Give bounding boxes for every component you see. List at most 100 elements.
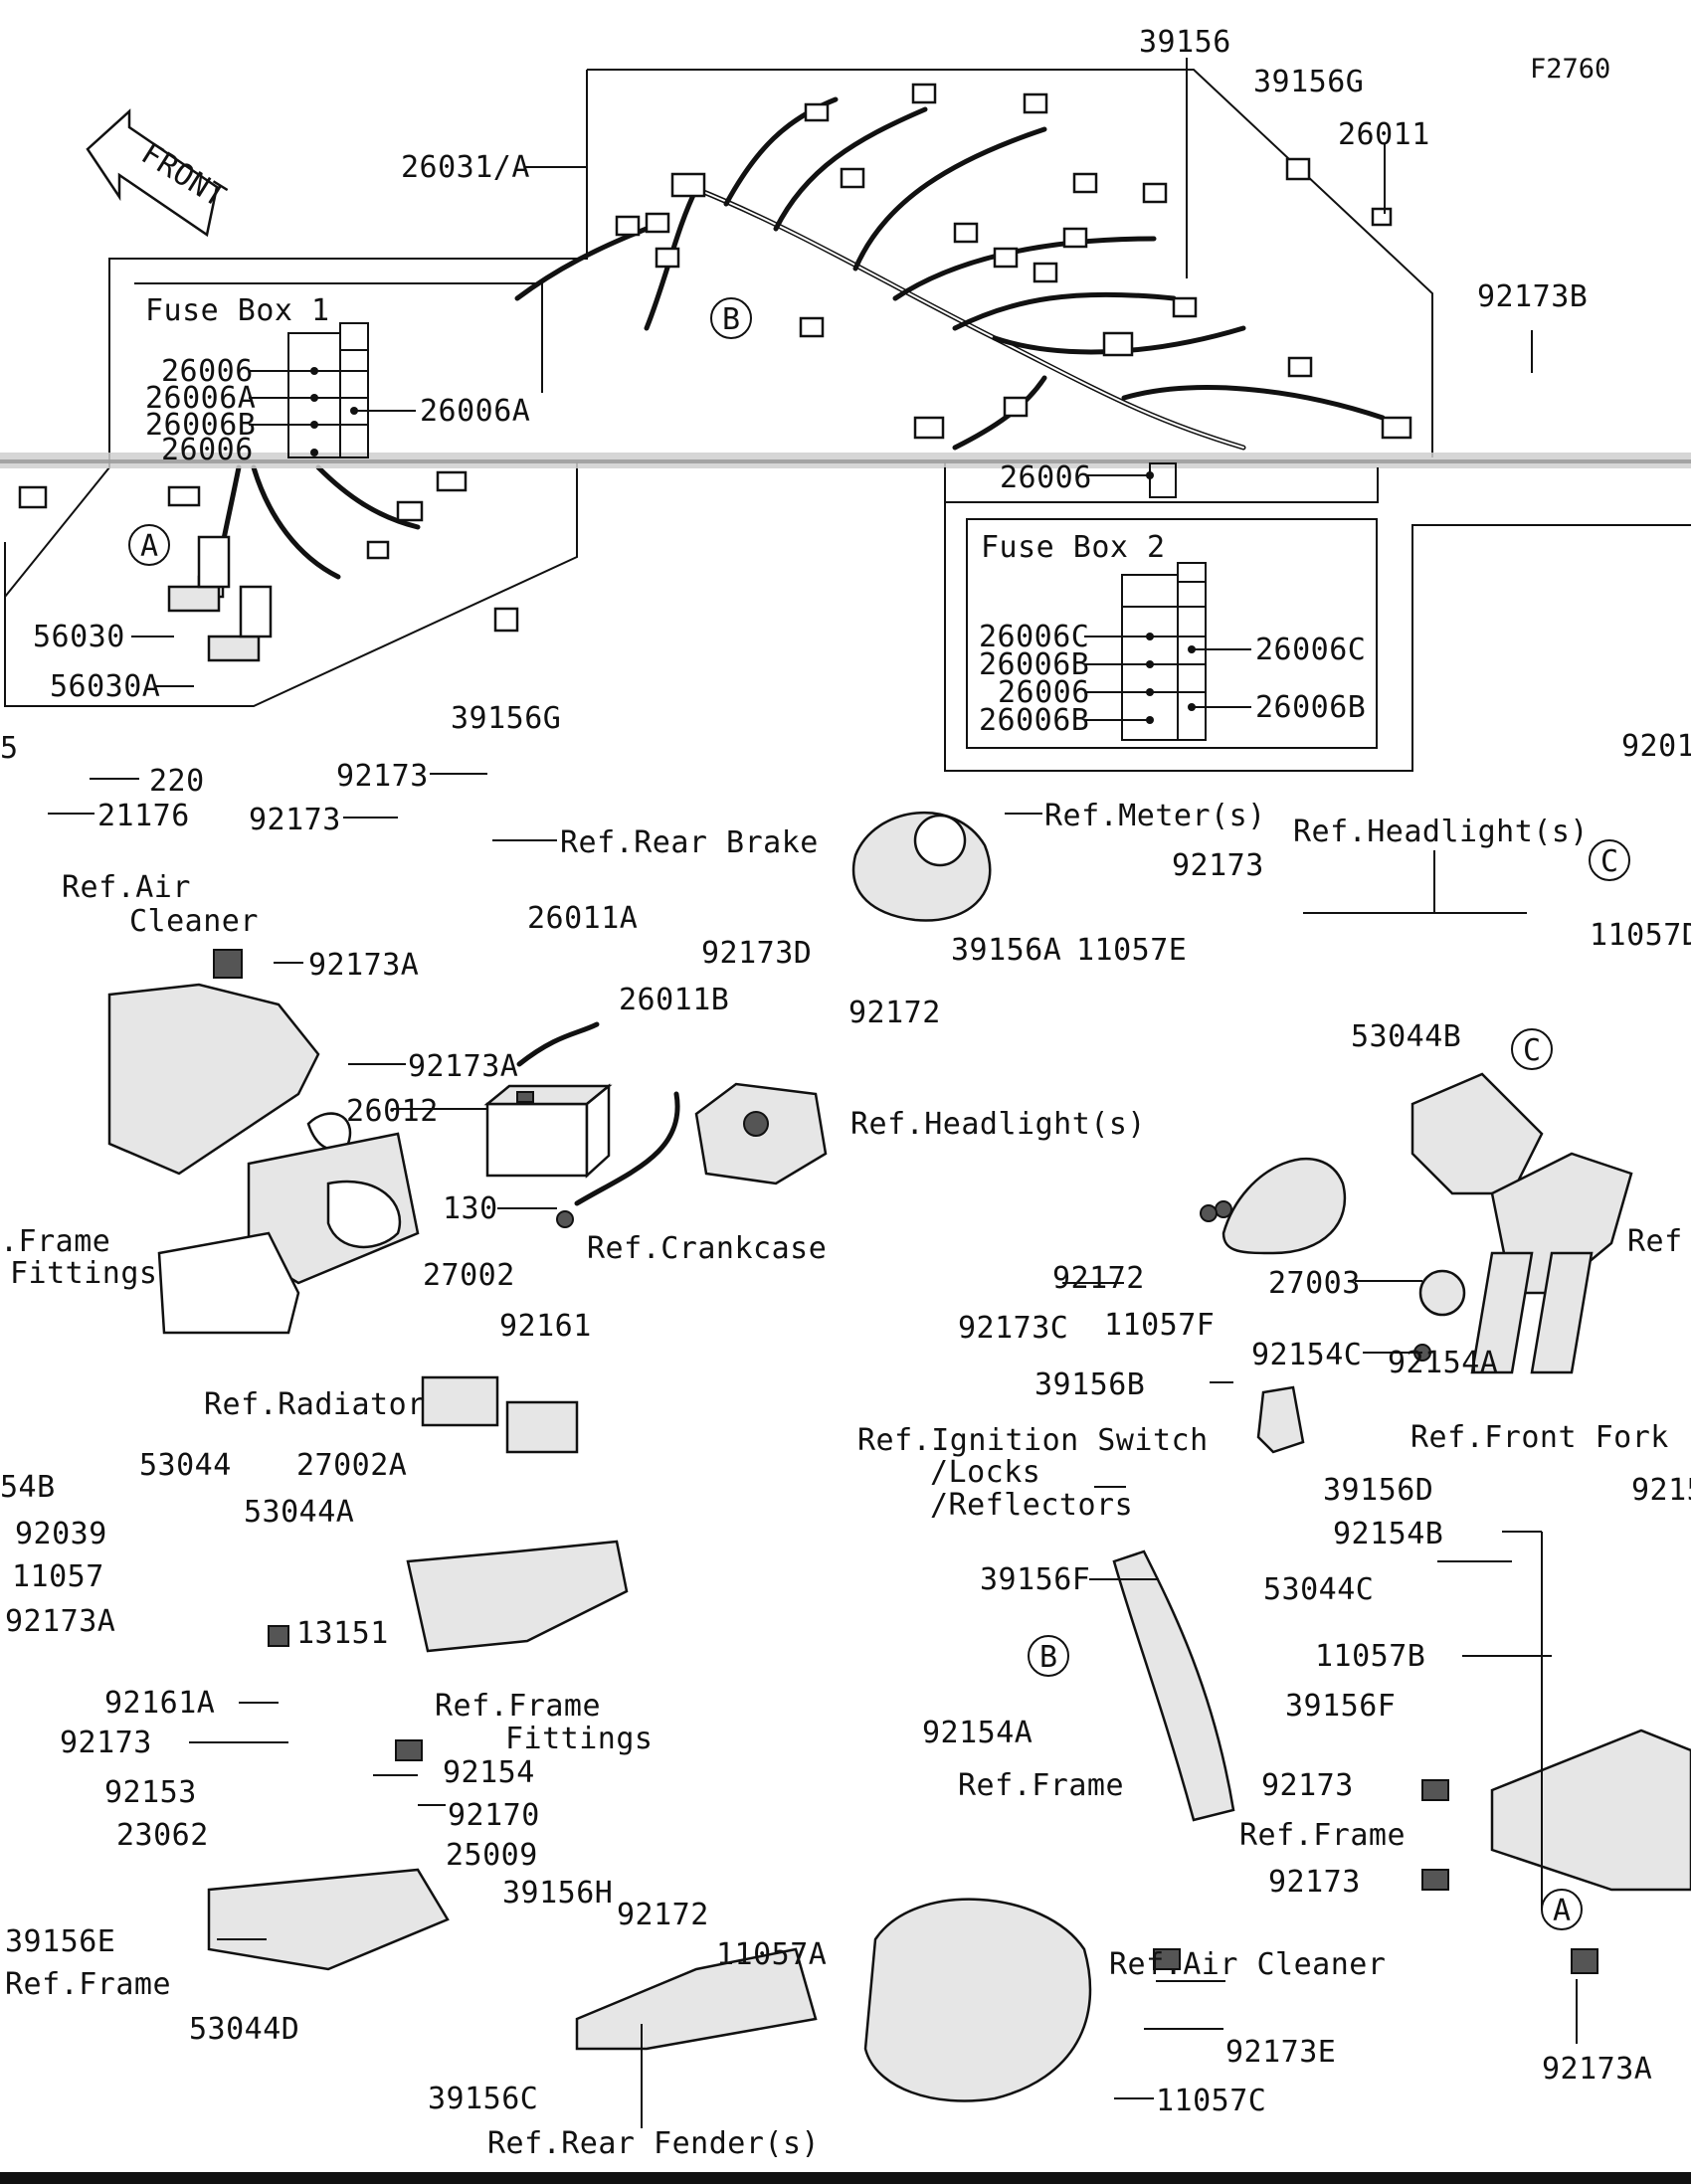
part-label: 92173A [408,1049,518,1084]
part-label: 92161A [104,1686,215,1721]
part-label: 92173 [336,759,429,794]
part-label: 11057B [1315,1639,1425,1674]
part-label: Ref.Air Cleaner [1109,1947,1386,1982]
part-label: Ref.Rear Brake [560,825,819,860]
part-label: 92173 [1268,1865,1361,1900]
fuse-box-2-entry-2: 26006B [979,647,1089,682]
fuse-box-1-entry-2: 26006A [145,381,256,416]
fuse-box-1-right-label: 26006A [420,394,530,429]
harness-connectors [18,83,1412,662]
part-label: 5 [0,731,19,766]
part-label: 92172 [848,996,941,1030]
part-label: 92173A [5,1604,115,1639]
part-label: 11057C [1156,2084,1266,2118]
part-label: 92173 [1172,848,1264,883]
part-label: 9201 [1621,729,1691,764]
part-label: Ref.Rear Fender(s) [487,2126,820,2161]
part-label: 92173 [249,803,341,837]
part-label: 26011A [527,901,638,936]
part-label: 25009 [446,1838,538,1873]
part-label: Ref.Frame [958,1768,1124,1803]
part-label: Ref.Air [62,870,191,905]
fuse-box-1: Fuse Box 1 26006 26006A 26006B 26006 260… [145,293,530,467]
fuse-box-1-entry-3: 26006B [145,408,256,443]
callout-a-left: A [140,529,159,564]
part-label: 39156F [1285,1689,1396,1724]
part-label: 9215 [1631,1473,1691,1508]
leader-lines [48,58,1578,2128]
part-label: 26011B [619,983,729,1017]
part-label: 130 [443,1191,498,1226]
part-label: 53044A [244,1495,354,1530]
part-label: 92154 [443,1755,535,1790]
part-label: 92173A [1542,2052,1652,2087]
part-label: /Reflectors [930,1488,1133,1523]
callout-b-bottom: B [1039,1640,1058,1675]
main-wiring-harness [211,96,1386,600]
part-label: 21176 [97,799,190,833]
part-label: 92161 [499,1309,592,1344]
part-label: 26012 [346,1094,439,1129]
part-label: 92173A [308,948,419,983]
part-label: 92154B [1333,1517,1443,1551]
callout-circles: B A C C B A [128,297,1630,1930]
part-label: 39156A [951,933,1061,968]
part-label: Ref.Headlight(s) [1293,815,1589,849]
harness-frame-line-left [4,70,588,598]
part-label: Ref.Meter(s) [1044,799,1266,833]
part-label: 92172 [617,1898,709,1932]
tear-strip-line [0,459,1691,463]
harness-frame-line [587,69,1433,457]
part-label: Ref.Frame [5,1967,171,2002]
part-label: 39156E [5,1924,115,1959]
part-label: 92154A [922,1716,1033,1750]
part-label: Ref.Frame [1239,1818,1406,1853]
part-label: Ref.Frame [435,1689,601,1724]
part-label: 13151 [296,1616,389,1651]
callout-c-mid: C [1523,1033,1542,1068]
part-label: 39156H [502,1876,613,1911]
part-label: 53044B [1351,1019,1461,1054]
part-label: 39156G [1253,65,1364,99]
part-label: 92173 [60,1726,152,1760]
part-label: Ref.Front Fork [1410,1420,1669,1455]
callout-c-right: C [1600,844,1619,879]
part-label: Ref.Radiator [204,1387,426,1422]
fuse-box-2-entry-4: 26006B [979,703,1089,738]
part-label: 56030A [50,669,160,704]
part-label: 56030 [33,620,125,654]
fuse-box-2-head-label: 26006 [1000,460,1092,495]
part-label: 23062 [116,1818,209,1853]
part-label: 92170 [448,1798,540,1833]
part-label: 220 [149,764,205,799]
part-label: 39156C [428,2082,538,2116]
part-label: 92172 [1052,1261,1145,1296]
part-label: 39156 [1139,25,1231,60]
fuse-box-2-title: Fuse Box 2 [981,530,1166,565]
fuse-box-2-entry-1: 26006C [979,620,1089,654]
fuse-box-1-title: Fuse Box 1 [145,293,330,328]
part-label: 11057D [1590,918,1691,953]
part-label: 92173 [1261,1768,1354,1803]
lower-left-frame [4,462,578,707]
part-label: .Frame [0,1224,110,1259]
part-label: 11057 [12,1559,104,1594]
part-label: /Locks [930,1455,1040,1490]
part-label: 53044D [189,2012,299,2047]
footer-bar [0,2172,1691,2184]
part-label: 39156G [451,701,561,736]
part-label: Ref [1627,1224,1683,1259]
part-label: Ref.Ignition Switch [857,1423,1209,1458]
fuse-box-1-entry-1: 26006 [161,354,254,389]
part-label: 39156B [1034,1367,1145,1402]
part-label: 26011 [1338,117,1430,152]
part-label: 26031/A [401,150,530,185]
part-label: Fittings [10,1256,158,1291]
fuse-box-2-outer-frame [944,462,1691,772]
part-label: Ref.Headlight(s) [850,1107,1146,1142]
callout-b-top: B [722,302,741,337]
part-label: 27002 [423,1258,515,1293]
part-label: Fittings [505,1722,654,1756]
part-label: 92039 [15,1517,107,1551]
